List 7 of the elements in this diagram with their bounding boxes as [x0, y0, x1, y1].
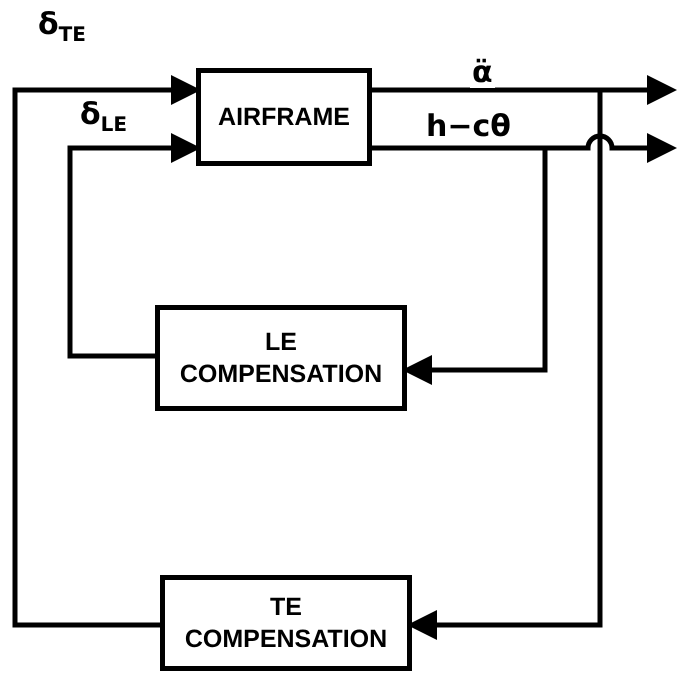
box-label: LE COMPENSATION [178, 326, 384, 390]
box-label: AIRFRAME [218, 102, 350, 133]
process-box [196, 68, 372, 166]
edge-label: α̈ [470, 58, 495, 88]
process-box [155, 305, 407, 411]
process-box [160, 575, 412, 671]
box-label: TE COMPENSATION [184, 592, 388, 655]
